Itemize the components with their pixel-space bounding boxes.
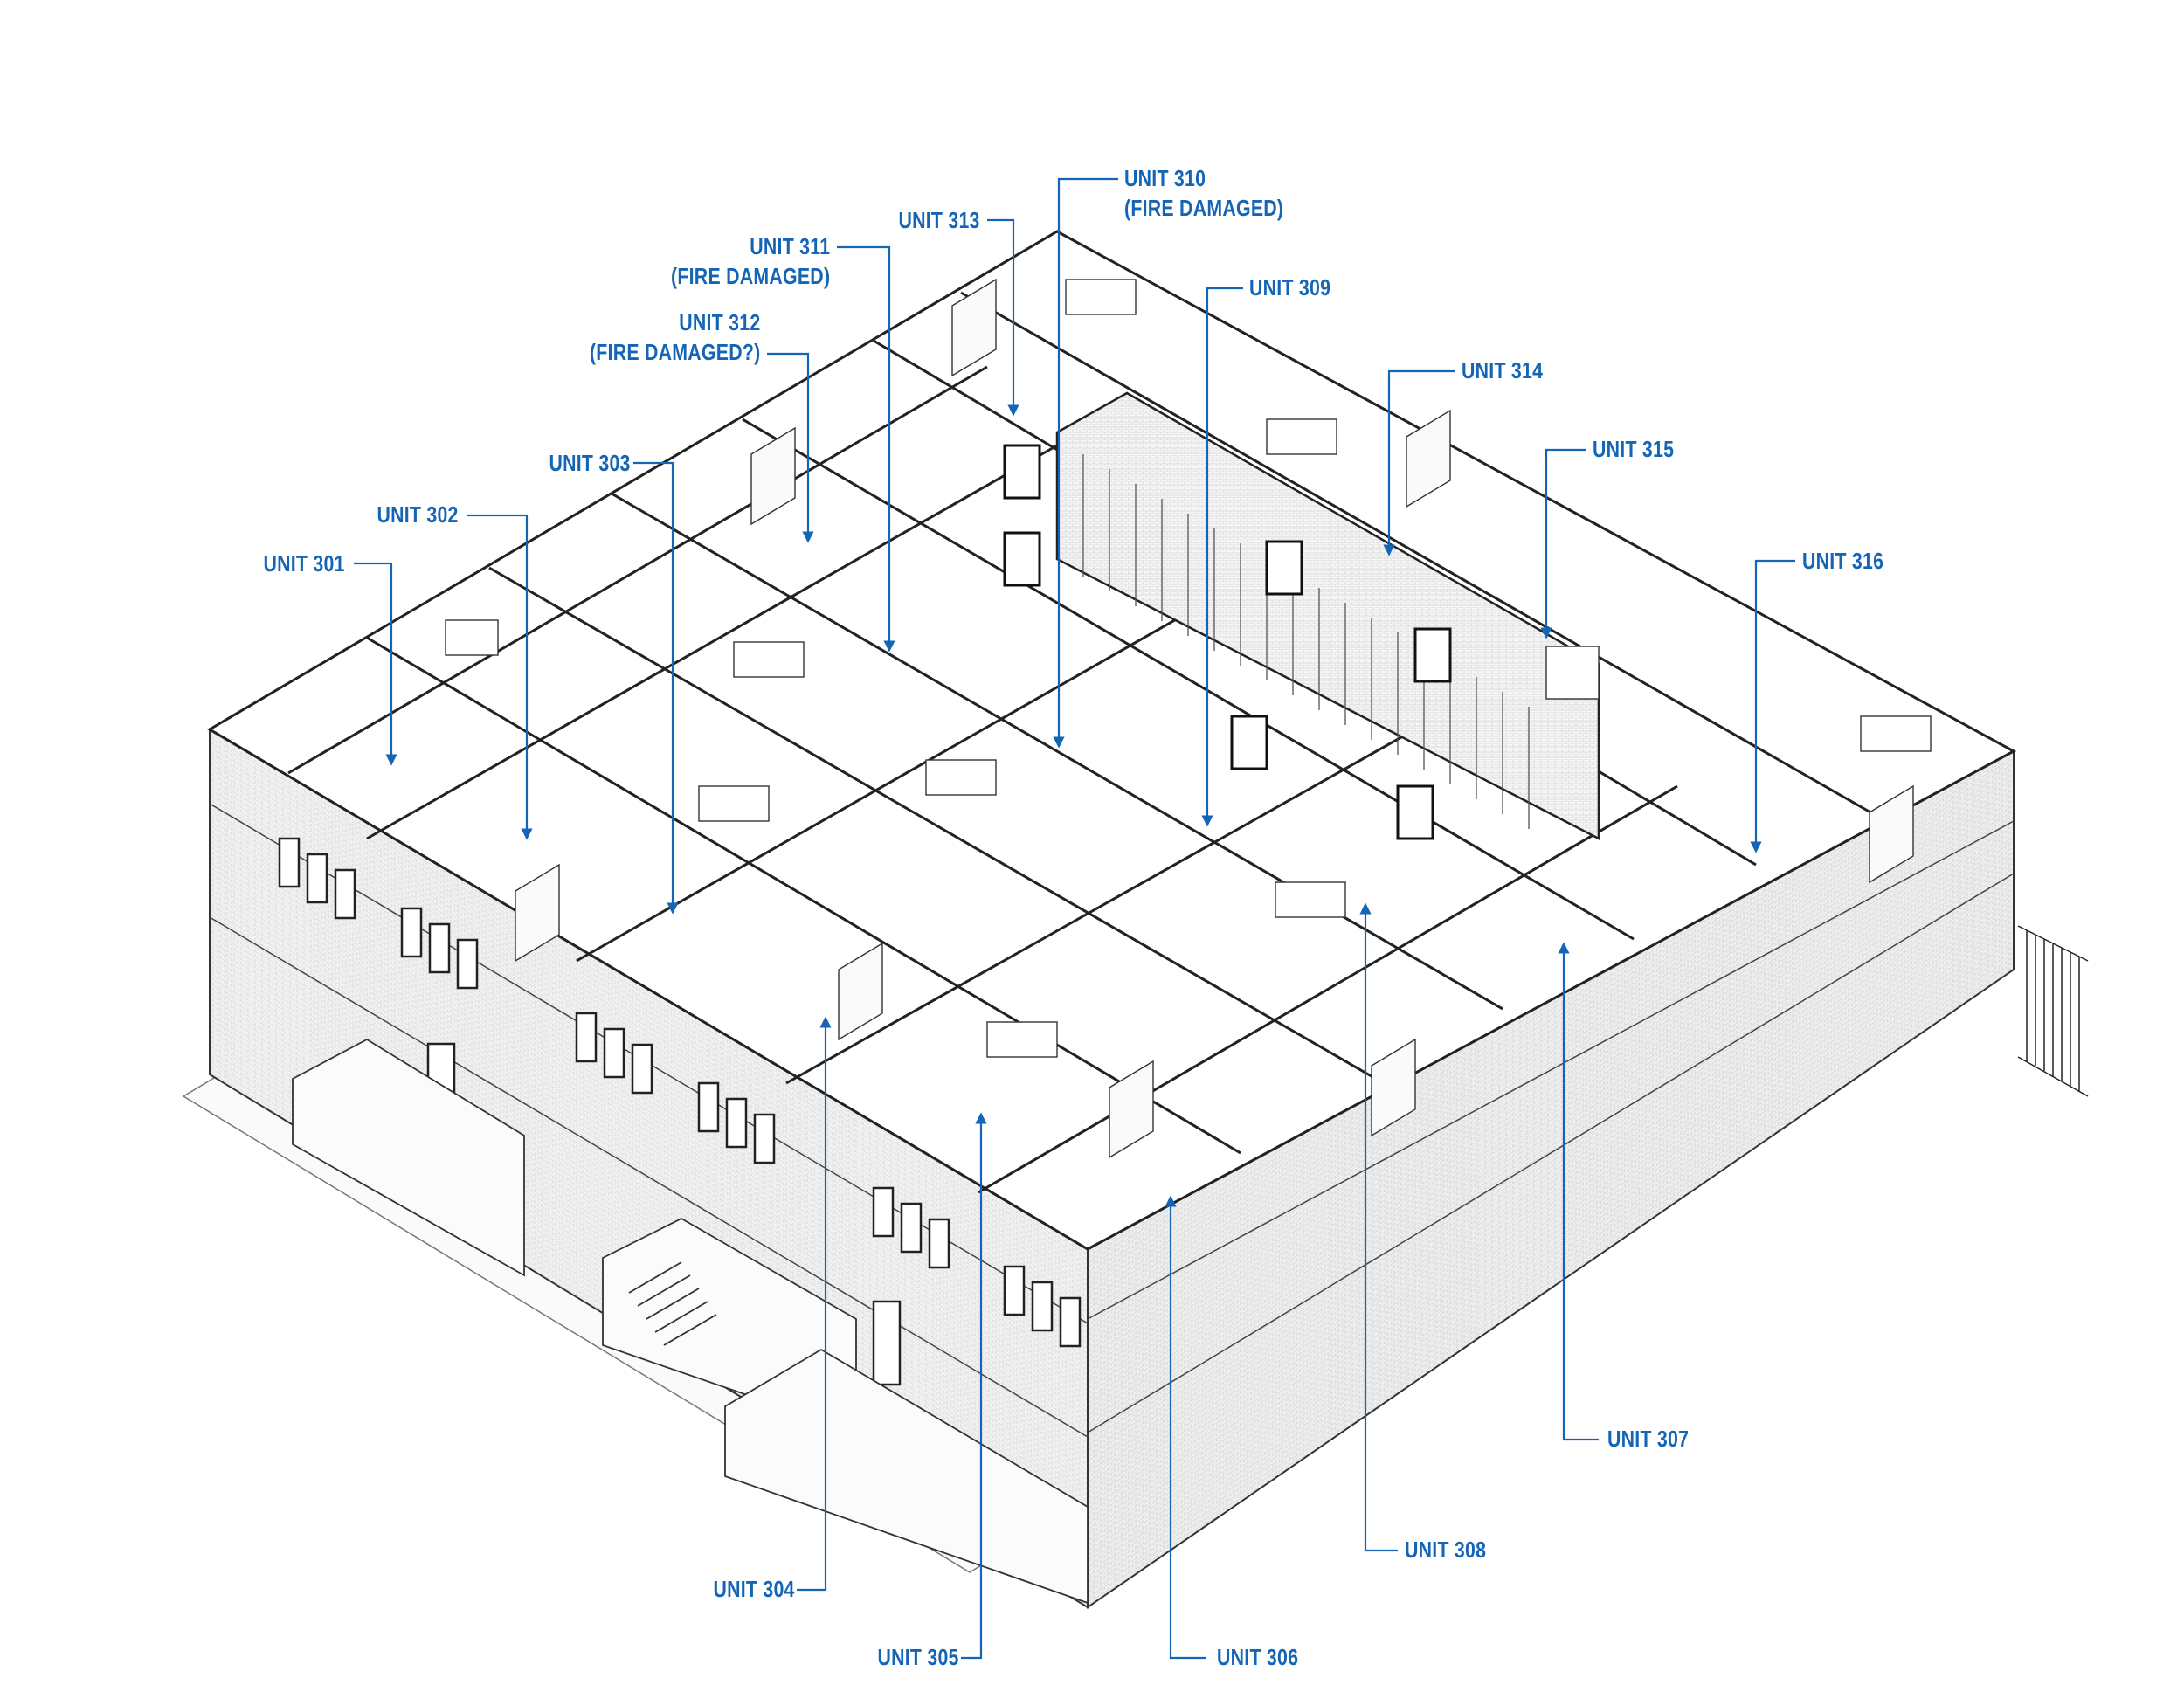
leader-312 — [767, 352, 814, 543]
label-unit-307: UNIT 307 — [1607, 1426, 1690, 1452]
label-unit-316: UNIT 316 — [1802, 548, 1884, 574]
stairs — [515, 278, 1914, 1159]
leader-lines — [354, 177, 1795, 1660]
front-stoops — [292, 1038, 1089, 1605]
leader-304 — [797, 1016, 832, 1592]
leader-315 — [1540, 448, 1586, 639]
top-perimeter — [207, 230, 2017, 1251]
interior-walls — [287, 291, 1879, 1194]
label-unit-305: UNIT 305 — [877, 1644, 959, 1670]
leader-307 — [1558, 942, 1599, 1441]
kitchen-fixtures — [445, 279, 1932, 1058]
leader-309 — [1201, 287, 1243, 827]
label-unit-306: UNIT 306 — [1217, 1644, 1299, 1670]
leader-311 — [837, 245, 895, 653]
leader-305 — [961, 1112, 987, 1660]
label-unit-303: UNIT 303 — [549, 450, 631, 476]
leader-316 — [1750, 559, 1795, 853]
label-unit-301: UNIT 301 — [263, 550, 345, 577]
side-fence — [2017, 925, 2089, 1097]
light-well — [1003, 391, 1600, 841]
label-unit-314: UNIT 314 — [1462, 357, 1544, 383]
leader-314 — [1383, 369, 1455, 556]
facade-windows — [278, 837, 1082, 1386]
label-unit-308: UNIT 308 — [1405, 1537, 1487, 1563]
leader-306 — [1165, 1195, 1206, 1660]
label-unit-312: UNIT 312(FIRE DAMAGED?) — [589, 309, 760, 365]
leader-313 — [987, 218, 1019, 417]
label-unit-315: UNIT 315 — [1593, 436, 1675, 462]
label-unit-313: UNIT 313 — [898, 207, 980, 233]
label-unit-304: UNIT 304 — [713, 1576, 795, 1602]
label-unit-311: UNIT 311(FIRE DAMAGED) — [670, 233, 830, 289]
leader-301 — [354, 562, 397, 766]
leader-303 — [633, 461, 679, 915]
leader-302 — [467, 514, 533, 840]
leader-310 — [1053, 177, 1118, 749]
label-unit-310: UNIT 310(FIRE DAMAGED) — [1124, 165, 1284, 221]
label-unit-309: UNIT 309 — [1249, 274, 1331, 300]
leader-308 — [1359, 902, 1398, 1552]
label-unit-302: UNIT 302 — [377, 501, 459, 528]
